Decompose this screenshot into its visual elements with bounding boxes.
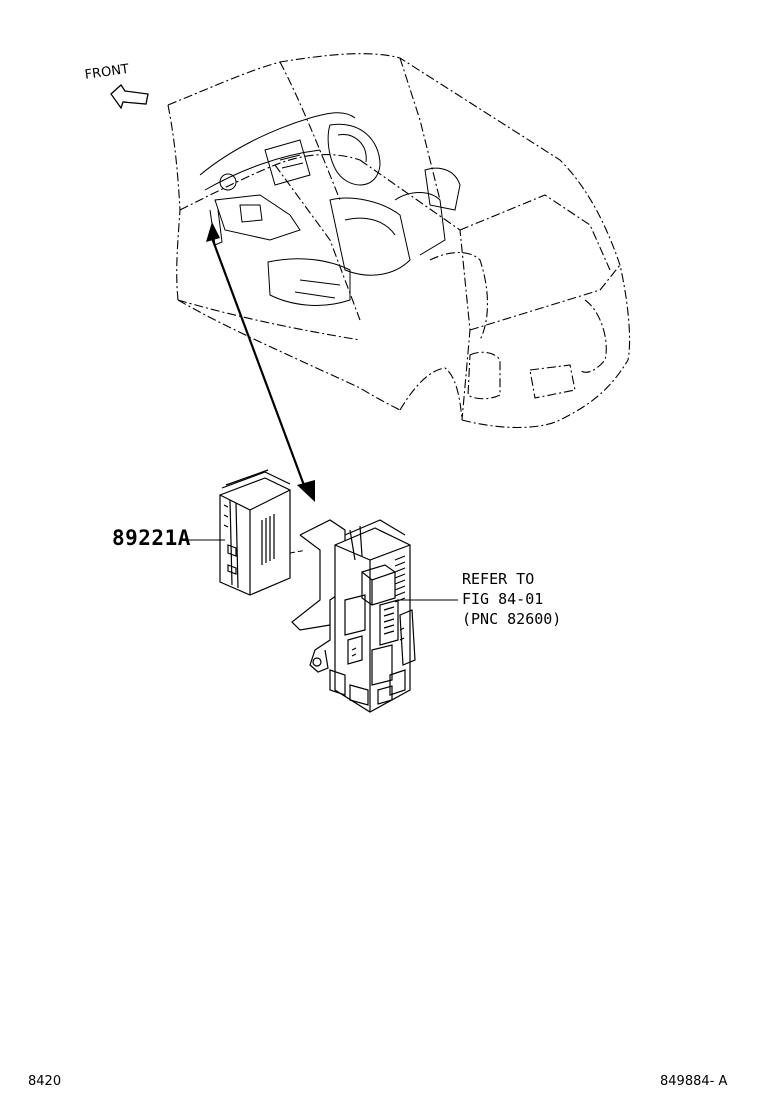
vehicle-interior: [199, 112, 461, 306]
front-arrow-icon: [110, 84, 149, 110]
illustration-id: 849884- A: [660, 1074, 728, 1089]
mount-dashed-line: [289, 547, 319, 554]
vehicle-outline: [167, 53, 631, 428]
reference-line-3: (PNC 82600): [462, 610, 562, 628]
part-number-label: 89221A: [112, 526, 191, 550]
location-arrow: [206, 222, 315, 502]
junction-block-assembly: [291, 519, 416, 713]
reference-line-1: REFER TO: [462, 570, 535, 588]
figure-code: 8420: [28, 1074, 62, 1089]
reference-line-2: FIG 84-01: [462, 590, 544, 608]
control-module-89221a: [219, 469, 291, 596]
